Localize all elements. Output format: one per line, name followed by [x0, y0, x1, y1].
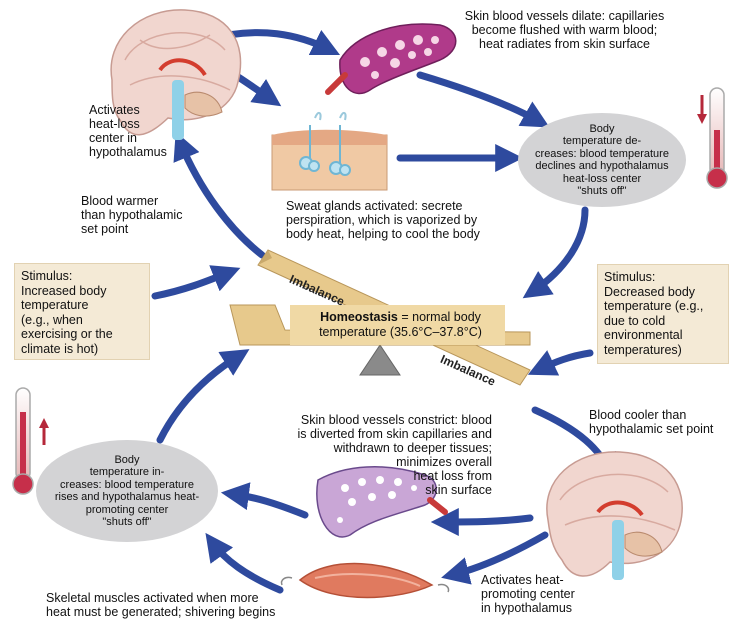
thermometer-left [12, 387, 49, 495]
blood-cooler-text: Blood cooler than hypothalamic set point [589, 408, 714, 436]
stimulus-decreased-box: Stimulus: Decreased body temperature (e.… [597, 264, 729, 364]
vessels-constrict-text: Skin blood vessels constrict: blood is d… [297, 413, 492, 497]
brain-bottom-caption: Activates heat- promoting center in hypo… [481, 573, 575, 615]
sweat-gland-skin [271, 112, 388, 191]
muscles-text: Skeletal muscles activated when more hea… [46, 591, 276, 619]
arrow-stimulus-left [151, 265, 241, 300]
arrow-brain-to-muscles [441, 531, 549, 585]
arrow-vessels-to-oval [416, 71, 550, 128]
brain-top-caption: Activates heat-loss center in hypothalam… [89, 103, 167, 159]
homeostasis-range: temperature (35.6°C–37.8°C) [319, 325, 482, 339]
temp-decreases-oval: Body temperature de- creases: blood temp… [518, 113, 686, 207]
brain-top [110, 9, 242, 140]
vessels-constricted [316, 466, 448, 538]
vessels-dilate-text: Skin blood vessels dilate: capillaries b… [464, 9, 665, 51]
homeostasis-rest: = normal body [397, 310, 481, 324]
vessels-dilated [325, 23, 457, 95]
arrow-vessels-to-left-oval [220, 482, 309, 519]
balance-seesaw [229, 249, 531, 386]
brain-bottom [546, 451, 683, 580]
arrow-brain-to-vessels-bottom [430, 507, 534, 536]
temp-increases-oval: Body temperature in- creases: blood temp… [36, 440, 218, 542]
arrow-oval-down [522, 206, 589, 299]
stimulus-increased-box: Stimulus: Increased body temperature (e.… [14, 263, 150, 360]
arrow-stimulus-right [527, 349, 594, 376]
homeostasis-term: Homeostasis [320, 310, 398, 324]
thermometer-right [697, 87, 728, 189]
skeletal-muscle [280, 562, 450, 599]
arrow-muscles-to-left-oval [205, 532, 284, 594]
blood-warmer-text: Blood warmer than hypothalamic set point [81, 194, 183, 236]
arrow-left-oval-up [156, 349, 250, 444]
arrow-up-to-brain [173, 131, 266, 259]
sweat-glands-text: Sweat glands activated: secrete perspira… [286, 199, 480, 241]
